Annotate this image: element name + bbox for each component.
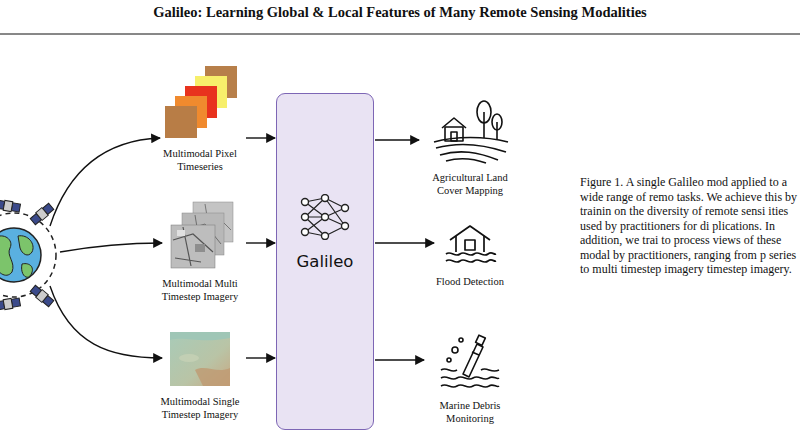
flow-arrow: [375, 242, 434, 243]
flow-arrow: [375, 359, 424, 360]
network-icon: [295, 194, 355, 240]
title-rule: [0, 34, 800, 35]
model-box: Galileo: [276, 93, 374, 430]
marine-debris-icon: [437, 330, 503, 392]
flow-arrow: [246, 242, 275, 243]
figure-caption: Figure 1. A single Galileo mod applied t…: [580, 175, 798, 277]
flood-icon: [442, 222, 498, 268]
flow-arrow: [246, 357, 275, 358]
task-output: Flood Detection: [435, 222, 505, 289]
farm-icon: [430, 98, 510, 164]
node-label: Multimodal Single Timestep Imagery: [155, 396, 245, 421]
task-output: Marine Debris Monitoring: [425, 330, 515, 425]
figure-title: Galileo: Learning Global & Local Feature…: [0, 4, 800, 21]
task-output: Agricultural Land Cover Mapping: [420, 98, 520, 197]
input-modality: Multimodal Multi Timestep Imagery: [155, 200, 245, 303]
source-arrow: [50, 138, 160, 226]
model-name: Galileo: [277, 252, 373, 271]
node-label: Multimodal Pixel Timeseries: [155, 148, 245, 173]
pixel-timeseries-image: [155, 64, 245, 140]
node-label: Agricultural Land Cover Mapping: [420, 172, 520, 197]
source-arrow: [50, 286, 162, 358]
input-modality: Multimodal Single Timestep Imagery: [155, 330, 245, 421]
node-label: Multimodal Multi Timestep Imagery: [155, 278, 245, 303]
single-timestep-image: [155, 330, 245, 388]
source-arrow: [60, 243, 162, 252]
node-label: Marine Debris Monitoring: [425, 400, 515, 425]
flow-arrow: [246, 137, 275, 138]
node-label: Flood Detection: [435, 276, 505, 289]
satellite-symbol: [0, 297, 21, 311]
flow-arrow: [375, 139, 419, 140]
earth-globe: [0, 213, 56, 297]
satellite-symbol: [0, 199, 21, 213]
multi-timestep-image: [155, 200, 245, 270]
input-modality: Multimodal Pixel Timeseries: [155, 64, 245, 173]
